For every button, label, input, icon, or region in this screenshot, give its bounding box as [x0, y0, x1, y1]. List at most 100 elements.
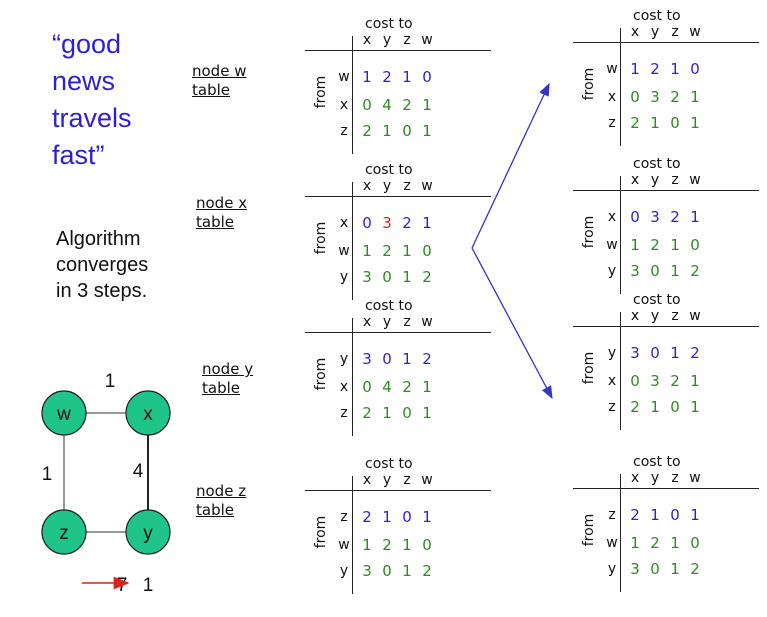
table-cell: 3: [650, 372, 660, 390]
column-header: z: [403, 32, 411, 48]
cost-to-label: cost to: [633, 454, 681, 470]
quote-line-1: “good: [52, 29, 122, 59]
table-cell: 1: [690, 372, 700, 390]
table-cell: 2: [402, 378, 412, 396]
row-label: y: [339, 351, 349, 367]
table-cell: 2: [362, 508, 372, 526]
column-header: x: [362, 472, 372, 488]
row-rule: [352, 318, 353, 436]
table-cell: 3: [362, 350, 372, 368]
row-label: y: [607, 561, 617, 577]
weight-z-y-new: 1: [143, 575, 154, 596]
table-cell: 3: [362, 268, 372, 286]
cost-to-label: cost to: [633, 156, 681, 172]
table-cell: 2: [402, 96, 412, 114]
table-cell: 0: [382, 562, 392, 580]
table-cell: 0: [402, 508, 412, 526]
row-label: w: [338, 243, 350, 259]
table-cell: 1: [422, 214, 432, 232]
header-rule: [305, 196, 491, 197]
table-cell: 2: [630, 506, 640, 524]
table-cell: 1: [650, 398, 660, 416]
table-cell: 2: [422, 562, 432, 580]
table-cell: 1: [422, 378, 432, 396]
table-cell: 2: [382, 536, 392, 554]
cost-to-label: cost to: [365, 162, 413, 178]
row-label: y: [339, 563, 349, 579]
header-rule: [573, 326, 759, 327]
algorithm-line-2: converges: [56, 254, 149, 276]
row-rule: [352, 182, 353, 300]
row-label: w: [338, 69, 350, 85]
column-header: y: [382, 472, 392, 488]
table-cell: 2: [362, 404, 372, 422]
table-cell: 0: [630, 208, 640, 226]
table-cell: 2: [670, 208, 680, 226]
table-cell: 3: [630, 262, 640, 280]
node-w: w: [41, 390, 87, 436]
row-label: w: [606, 535, 618, 551]
table-cell: 3: [362, 562, 372, 580]
row-label: x: [607, 89, 617, 105]
table-cell: 1: [402, 68, 412, 86]
weight-w-x: 1: [105, 371, 116, 392]
algorithm-line-3: in 3 steps.: [56, 280, 148, 302]
table-cell: 0: [690, 236, 700, 254]
table-cell: 0: [630, 372, 640, 390]
table-cell: 0: [690, 534, 700, 552]
table-cell: 3: [630, 560, 640, 578]
column-header: x: [630, 172, 640, 188]
column-header: w: [421, 314, 433, 330]
weight-z-y-old: 7: [117, 575, 128, 596]
table-cell: 0: [422, 68, 432, 86]
table-cell: 2: [630, 114, 640, 132]
column-header: z: [403, 472, 411, 488]
column-header: x: [630, 308, 640, 324]
table-cell: 0: [670, 506, 680, 524]
weight-x-y: 4: [133, 461, 144, 482]
node-z-text: z: [59, 523, 69, 544]
table-cell: 1: [690, 88, 700, 106]
table-cell: 2: [402, 214, 412, 232]
table-cell: 1: [670, 236, 680, 254]
row-label: y: [607, 263, 617, 279]
row-label: x: [339, 379, 349, 395]
arrow-to-node-y-table: [471, 247, 553, 400]
row-label: z: [340, 123, 348, 139]
column-header: y: [650, 172, 660, 188]
node-y-text: y: [143, 523, 153, 544]
table-cell: 1: [630, 236, 640, 254]
table-cell: 3: [382, 214, 392, 232]
row-label: x: [339, 97, 349, 113]
row-label: z: [608, 115, 616, 131]
column-header: w: [689, 308, 701, 324]
row-label: w: [606, 237, 618, 253]
quote-line-2: news: [52, 66, 116, 96]
row-label: w: [338, 537, 350, 553]
table-cell: 3: [650, 88, 660, 106]
column-header: w: [421, 472, 433, 488]
table-cell: 2: [650, 60, 660, 78]
column-header: y: [382, 314, 392, 330]
table-cell: 0: [362, 96, 372, 114]
table-cell: 1: [382, 508, 392, 526]
row-rule: [620, 474, 621, 592]
column-header: x: [362, 32, 372, 48]
table-cell: 0: [422, 242, 432, 260]
table-cell: 2: [630, 398, 640, 416]
table-cell: 0: [690, 60, 700, 78]
table-cell: 0: [650, 344, 660, 362]
column-header: z: [403, 178, 411, 194]
quote-line-4: fast”: [52, 140, 105, 170]
table-cell: 0: [382, 350, 392, 368]
node-w-text: w: [56, 404, 71, 425]
table-cell: 0: [630, 88, 640, 106]
table-cell: 0: [402, 404, 412, 422]
table-cell: 0: [650, 560, 660, 578]
